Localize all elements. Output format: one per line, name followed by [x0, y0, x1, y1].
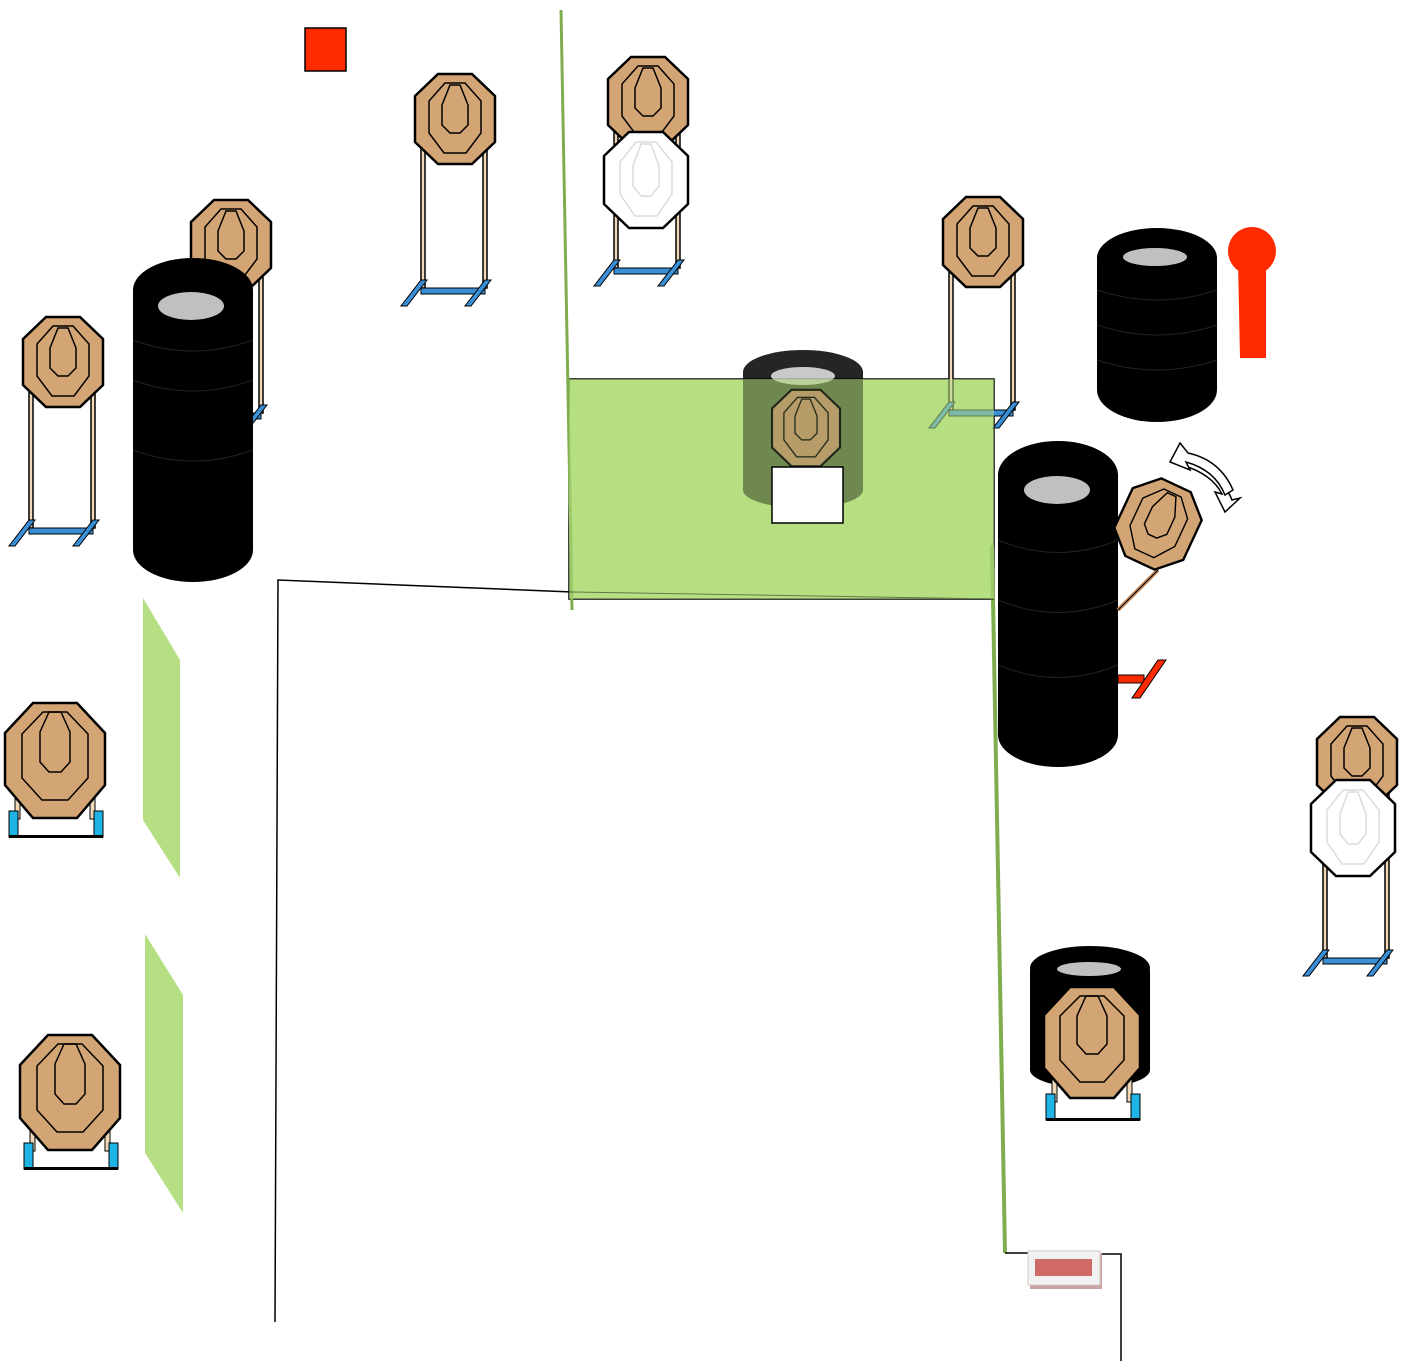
paper-target-icon	[8, 315, 105, 547]
paper-target-icon	[3, 701, 107, 839]
vision-barrier-icon	[145, 934, 183, 1213]
paper-target-icon	[770, 388, 842, 468]
swinger-arrow-icon	[1168, 441, 1243, 514]
paper-target-icon	[400, 72, 497, 307]
no-shoot-target-icon	[1309, 778, 1397, 878]
paper-target-icon	[1042, 985, 1142, 1122]
paper-target-icon	[18, 1033, 122, 1171]
no-shoot-target-icon	[602, 130, 690, 230]
red-square-icon	[304, 27, 347, 72]
popper-icon	[1228, 227, 1276, 358]
wall-window	[771, 466, 844, 524]
tire-barrel-icon	[997, 441, 1119, 767]
tire-barrel-icon	[132, 258, 254, 582]
tire-barrel-icon	[1096, 228, 1218, 422]
start-position-icon	[1027, 1250, 1102, 1289]
swinger-target	[1104, 468, 1212, 699]
vision-barrier-icon	[143, 598, 180, 878]
